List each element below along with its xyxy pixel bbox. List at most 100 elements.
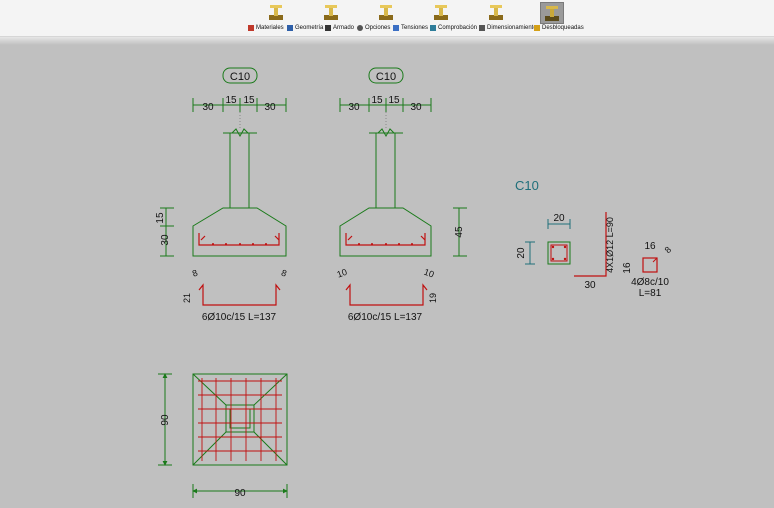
footing-unlock-icon xyxy=(545,6,559,21)
tab-desbloqueadas-label: Desbloqueadas xyxy=(542,25,584,31)
column-section-stirrup xyxy=(550,244,568,262)
stirrup-label-1: 4Ø8c/10 xyxy=(631,277,669,288)
unlock-icon xyxy=(534,25,540,31)
tensiones-button[interactable] xyxy=(485,2,507,22)
plan-slopes xyxy=(192,373,288,466)
gear-icon xyxy=(357,25,363,31)
geometry-icon xyxy=(287,25,293,31)
check-icon xyxy=(430,25,436,31)
left-bar-shape xyxy=(198,283,281,306)
tab-opciones[interactable]: Opciones xyxy=(357,25,390,31)
left-dim-top-4: 30 xyxy=(264,102,276,113)
armado-button[interactable] xyxy=(375,2,397,22)
right-bar-height: 19 xyxy=(428,293,438,303)
column-dim-left: 20 xyxy=(516,247,527,259)
stirrup-shape xyxy=(642,257,658,273)
tab-tensiones-label: Tensiones xyxy=(401,25,429,31)
column-long-bar-shape xyxy=(574,212,607,277)
right-dim-vert: 45 xyxy=(454,226,465,238)
left-column-tag-frame xyxy=(222,67,258,84)
stirrup-label-2: L=81 xyxy=(639,288,662,299)
right-bar-hook-left: 10 xyxy=(336,267,349,280)
tab-dimensionamiento-label: Dimensionamiento xyxy=(487,25,537,31)
plan-dim-bottom: 90 xyxy=(234,488,246,499)
tab-materiales[interactable]: Materiales xyxy=(248,25,284,31)
right-dim-top-1: 30 xyxy=(348,102,360,113)
left-bar-hook-right: 8 xyxy=(280,268,288,279)
column-dim-top: 20 xyxy=(553,213,565,224)
right-dim-top-4: 30 xyxy=(410,102,422,113)
right-bar-shape xyxy=(345,283,428,306)
toolbar-shadow xyxy=(0,37,774,45)
column-long-bar-base: 30 xyxy=(584,280,596,291)
stirrup-hook xyxy=(652,257,658,263)
tab-armado-label: Armado xyxy=(333,25,355,31)
tab-geometria-label: Geometría xyxy=(295,25,324,31)
left-dim-vert-big: 30 xyxy=(160,234,171,246)
footing-reinforcement-icon xyxy=(379,5,393,20)
stirrup-hook-length: 8 xyxy=(663,245,674,256)
left-footing-outline xyxy=(192,128,287,257)
opciones-button[interactable] xyxy=(430,2,452,22)
tab-geometria[interactable]: Geometría xyxy=(287,25,323,31)
column-detail-dims xyxy=(525,219,571,265)
footing-geometry-icon xyxy=(324,5,338,20)
column-section-bars xyxy=(551,245,567,261)
tab-comprobacion[interactable]: Comprobación xyxy=(430,25,477,31)
right-column-tag: C10 xyxy=(376,71,396,83)
materials-icon xyxy=(248,25,254,31)
tab-materiales-label: Materiales xyxy=(256,25,284,31)
tab-dimensionamiento[interactable]: Dimensionamiento xyxy=(479,25,537,31)
tab-comprobacion-label: Comprobación xyxy=(438,25,478,31)
left-top-dims xyxy=(192,98,287,112)
tab-tensiones[interactable]: Tensiones xyxy=(393,25,428,31)
left-vert-dims xyxy=(160,207,174,257)
right-footing-outline xyxy=(339,128,432,257)
desbloqueadas-button[interactable] xyxy=(540,2,564,24)
plan-outline xyxy=(192,373,288,466)
toolbar: Materiales Geometría Armado Opciones Ten… xyxy=(0,0,774,37)
right-bar-hook-right: 10 xyxy=(423,267,436,280)
column-detail-title: C10 xyxy=(515,178,539,193)
footing-materials-icon xyxy=(269,5,283,20)
tab-armado[interactable]: Armado xyxy=(325,25,354,31)
right-rebar-dots xyxy=(358,243,413,245)
right-top-dims xyxy=(339,98,432,112)
left-bar-height: 21 xyxy=(182,293,192,303)
column-detail: C10 20 20 4X1Ø12 L=90 30 16 16 8 4Ø8c/10… xyxy=(515,178,673,299)
left-dim-vert-small: 15 xyxy=(155,212,166,224)
right-rebar xyxy=(345,233,426,246)
plan-dim-side: 90 xyxy=(160,414,171,426)
plan-rebar-grid xyxy=(198,378,282,461)
tab-desbloqueadas[interactable]: Desbloqueadas xyxy=(534,25,584,31)
column-long-bar-label: 4X1Ø12 L=90 xyxy=(605,217,615,273)
plan-dims xyxy=(158,373,288,498)
footing-plan: 90 90 xyxy=(158,373,288,499)
footing-options-icon xyxy=(434,5,448,20)
left-dim-top-3: 15 xyxy=(243,95,255,106)
stirrup-height: 16 xyxy=(622,262,633,274)
left-footing-section: C10 30 15 15 30 15 30 8 8 2 xyxy=(155,67,288,323)
geometria-button[interactable] xyxy=(320,2,342,22)
footing-stress-icon xyxy=(489,5,503,20)
left-dim-top-2: 15 xyxy=(225,95,237,106)
right-vert-dims xyxy=(453,207,467,257)
materiales-button[interactable] xyxy=(265,2,287,22)
left-rebar xyxy=(198,233,280,246)
reinforcement-icon xyxy=(325,25,331,31)
right-bar-label: 6Ø10c/15 L=137 xyxy=(348,312,423,323)
column-section-outline xyxy=(547,241,571,265)
right-dim-top-2: 15 xyxy=(371,95,383,106)
right-dim-top-3: 15 xyxy=(388,95,400,106)
left-column-tag: C10 xyxy=(230,71,250,83)
left-bar-label: 6Ø10c/15 L=137 xyxy=(202,312,277,323)
stirrup-width: 16 xyxy=(644,241,656,252)
sizing-icon xyxy=(479,25,485,31)
stress-icon xyxy=(393,25,399,31)
left-rebar-dots xyxy=(212,243,267,245)
left-bar-hook-left: 8 xyxy=(191,268,199,279)
left-dim-top-1: 30 xyxy=(202,102,214,113)
right-column-tag-frame xyxy=(368,67,404,84)
tab-opciones-label: Opciones xyxy=(365,25,391,31)
